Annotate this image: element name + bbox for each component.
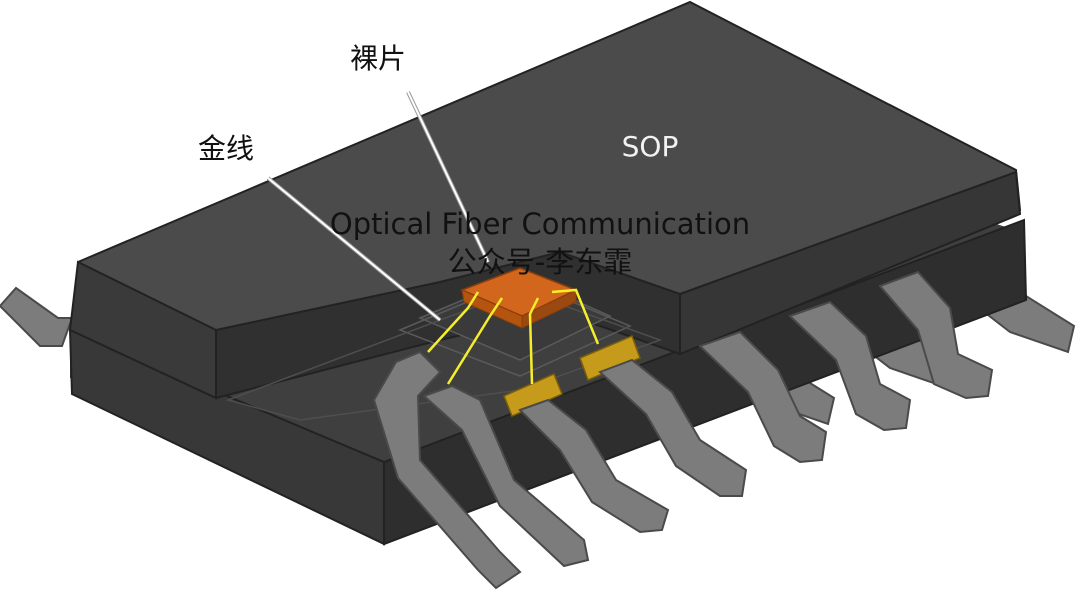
lead-front-4	[598, 358, 748, 497]
watermark-line-1: Optical Fiber Communication	[330, 207, 750, 241]
bond-wires	[427, 288, 600, 385]
bond-pad-1	[503, 373, 563, 417]
lead-front-1	[372, 350, 522, 590]
die-callout-label: 裸片	[350, 42, 406, 75]
die-pointer	[407, 91, 489, 263]
die-right	[521, 289, 577, 329]
lead-front-6	[788, 300, 912, 432]
lead-front-2	[422, 384, 590, 568]
bond-wire-3	[528, 297, 540, 385]
bond-wire-1	[427, 291, 480, 353]
bond-pad-2	[579, 335, 641, 381]
sop-label: SOP	[622, 130, 679, 163]
die	[460, 267, 578, 329]
bond-wire-2	[446, 297, 504, 385]
bond-wire-4	[551, 288, 600, 345]
watermark-line-2: 公众号-李东霏	[448, 245, 632, 279]
callout-pointers	[266, 91, 490, 322]
wire-callout-label: 金线	[198, 132, 254, 165]
bond-pads	[503, 335, 641, 417]
lead-left-end	[0, 286, 74, 347]
lead-front-7	[878, 270, 994, 400]
lead-front-5	[698, 330, 828, 464]
wire-pointer	[267, 177, 441, 321]
front-leads	[372, 270, 994, 590]
lead-front-3	[518, 398, 670, 534]
